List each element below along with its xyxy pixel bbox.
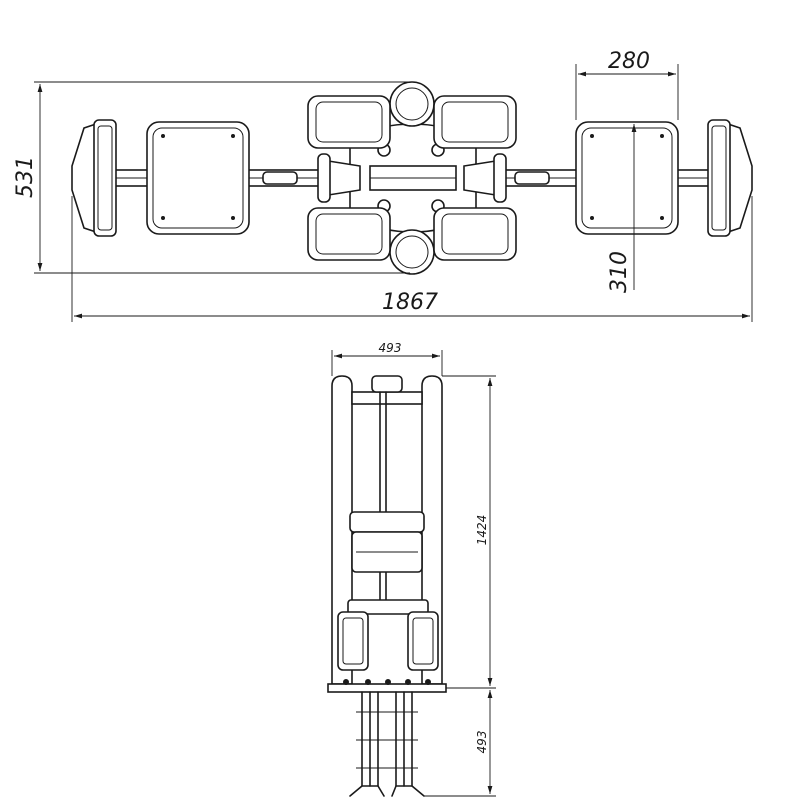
dimension-top-total-length: 1867 [71, 196, 753, 322]
dim-label-1424: 1424 [475, 515, 489, 546]
central-hub [317, 81, 507, 275]
dimension-side-upper-height: 1424 [442, 375, 496, 689]
dimension-top-width: 280 [575, 49, 679, 120]
dimension-top-height-left: 531 [13, 81, 410, 274]
right-seat [575, 121, 679, 235]
dim-label-493-width: 493 [379, 341, 402, 355]
hub-seat-bottom-left [307, 207, 391, 261]
dim-label-1867: 1867 [382, 290, 438, 315]
dimension-top-height-right: 310 [607, 124, 637, 293]
hub-seat-bottom-right [433, 207, 517, 261]
side-anchors [349, 691, 425, 797]
side-seat [347, 511, 429, 615]
right-end-cap [707, 119, 753, 237]
side-base-plate [327, 679, 447, 693]
dim-label-280: 280 [608, 49, 650, 74]
dim-label-493-height: 493 [475, 731, 489, 754]
dim-label-310: 310 [607, 251, 632, 293]
hub-seat-top-right [433, 95, 517, 149]
dim-label-531: 531 [13, 156, 38, 198]
top-view: 280 531 310 1867 [13, 49, 753, 322]
side-posts [331, 375, 443, 685]
side-view: 493 1424 493 [327, 341, 496, 797]
left-end-cap [71, 119, 117, 237]
hub-seat-top-left [307, 95, 391, 149]
side-handles [337, 611, 439, 671]
left-seat [146, 121, 250, 235]
dimension-side-lower-height: 493 [424, 690, 496, 797]
dimension-side-width: 493 [331, 341, 443, 376]
